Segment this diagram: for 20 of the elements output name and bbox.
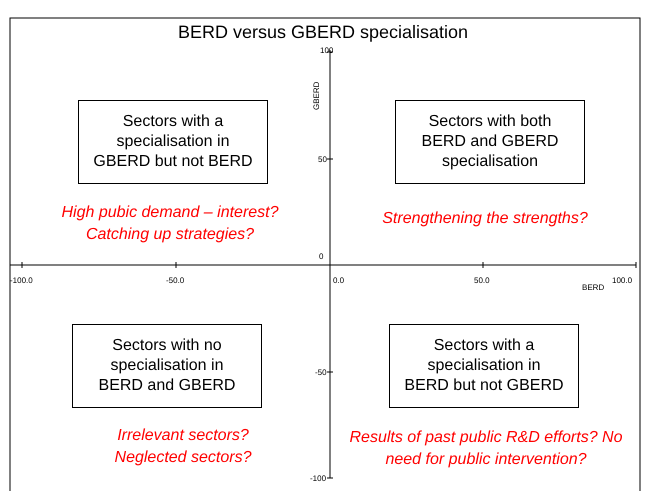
tick-label: 0 [319,252,324,261]
note-text: Results of past public R&D efforts? No need for public intervention? [348,428,624,470]
tick-label: -100.0 [10,276,33,285]
quadrant-box: Sectors with a specialisation in BERD but not GBERD [389,324,579,408]
note-text: High pubic demand – interest? Catching up strategies? [60,203,280,245]
tick-label: 50.0 [474,276,490,285]
chart-title: BERD versus GBERD specialisation [176,22,470,43]
axis-title: BERD [582,283,604,292]
tick-label: -50.0 [166,276,184,285]
quadrant-box: Sectors with no specialisation in BERD and GBERD [72,324,262,408]
note-text: Strengthening the strengths? [381,209,589,229]
tick-label: 50 [318,155,327,164]
note-text: Irrelevant sectors? Neglected sectors? [114,426,252,468]
quadrant-box: Sectors with a specialisation in GBERD but not BERD [78,100,268,184]
quadrant-box: Sectors with both BERD and GBERD specialisation [395,100,585,184]
tick-label: 0.0 [333,276,344,285]
tick-label: -50 [315,368,327,377]
tick-label: 100.0 [612,276,632,285]
tick-label: -100 [310,474,326,483]
axis-title: GBERD [312,82,321,110]
